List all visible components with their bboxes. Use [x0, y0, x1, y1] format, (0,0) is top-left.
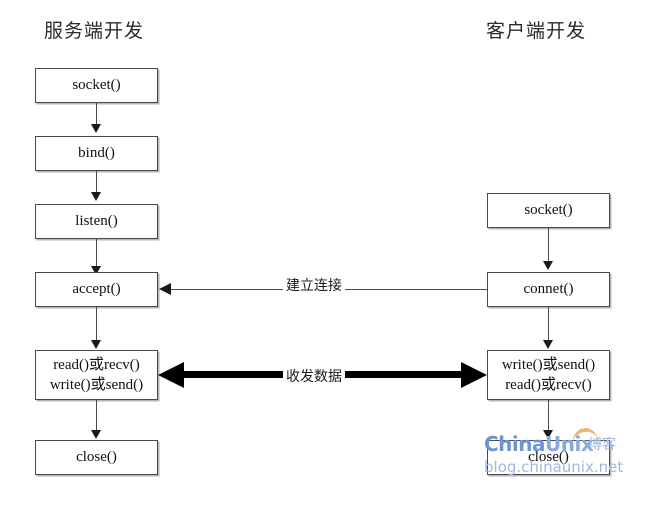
node-label: socket(): [72, 77, 121, 94]
node-label: bind(): [78, 145, 115, 162]
edge-label-connect: 建立连接: [283, 275, 345, 295]
node-label: connet(): [523, 281, 574, 298]
client-column-header: 客户端开发: [486, 20, 587, 42]
node-label: socket(): [524, 202, 573, 219]
node-server-socket[interactable]: socket(): [35, 68, 158, 103]
arrowhead-down-server-4: [91, 340, 101, 349]
node-client-close[interactable]: close(): [487, 440, 610, 475]
arrowhead-down-server-5: [91, 430, 101, 439]
connector-server-bind-listen: [96, 171, 97, 195]
arrowhead-down-client-3: [543, 430, 553, 439]
arrowhead-down-server-3: [91, 266, 101, 275]
node-label-line1: write()或send(): [501, 356, 596, 373]
arrowhead-left-data: [158, 362, 184, 388]
connector-server-io-close: [96, 400, 97, 433]
arrowhead-left-connect: [159, 283, 171, 295]
node-server-io[interactable]: read()或recv() write()或send(): [35, 350, 158, 400]
node-label-line1: read()或recv(): [53, 356, 140, 373]
node-client-connect[interactable]: connet(): [487, 272, 610, 307]
node-server-accept[interactable]: accept(): [35, 272, 158, 307]
node-server-close[interactable]: close(): [35, 440, 158, 475]
connector-client-connect-io: [548, 307, 549, 343]
connector-server-accept-io: [96, 307, 97, 343]
node-server-listen[interactable]: listen(): [35, 204, 158, 239]
arrowhead-down-client-1: [543, 261, 553, 270]
edge-label-data: 收发数据: [283, 366, 345, 386]
node-label: listen(): [75, 213, 118, 230]
node-label: accept(): [72, 281, 121, 298]
connector-server-socket-bind: [96, 103, 97, 127]
node-label-line2: read()或recv(): [505, 377, 592, 393]
node-label-line2: write()或send(): [49, 377, 144, 393]
connector-client-socket-connect: [548, 228, 549, 264]
node-label: close(): [76, 449, 117, 466]
connector-client-io-close: [548, 400, 549, 433]
arrowhead-right-data: [461, 362, 487, 388]
arrowhead-down-client-2: [543, 340, 553, 349]
node-server-bind[interactable]: bind(): [35, 136, 158, 171]
arrowhead-down-server-1: [91, 124, 101, 133]
node-client-io[interactable]: write()或send() read()或recv(): [487, 350, 610, 400]
arrowhead-down-server-2: [91, 192, 101, 201]
node-label: close(): [528, 449, 569, 466]
connector-server-listen-accept: [96, 239, 97, 269]
server-column-header: 服务端开发: [44, 20, 145, 42]
node-client-socket[interactable]: socket(): [487, 193, 610, 228]
